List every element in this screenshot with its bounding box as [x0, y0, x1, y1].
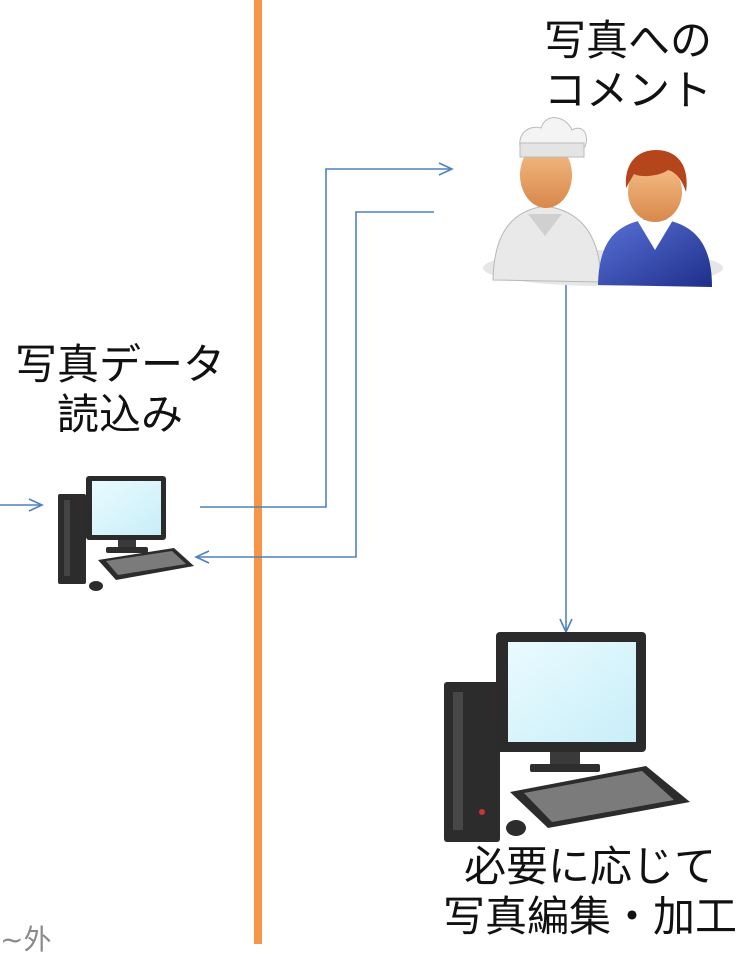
connector-arrows	[0, 162, 573, 634]
users-icon	[483, 117, 723, 287]
desktop-computer-icon	[58, 476, 194, 591]
read-data-label-line-2: 読込み	[56, 390, 183, 439]
desktop-computer-icon	[444, 632, 690, 842]
vertical-divider	[254, 0, 262, 944]
comment-label: 写真への コメント	[528, 16, 728, 116]
comment-label-line-2: コメント	[543, 66, 712, 115]
edit-label-line-2: 写真編集・加工	[442, 892, 737, 941]
edit-label-line-1: 必要に応じて	[463, 842, 716, 891]
comment-label-line-1: 写真への	[543, 16, 712, 65]
read-data-label: 写真データ 読込み	[0, 340, 240, 440]
read-data-label-line-1: 写真データ	[14, 340, 225, 389]
arrow-people-to-pc	[194, 211, 434, 564]
edit-label: 必要に応じて 写真編集・加工	[430, 842, 750, 942]
arrow-pc-to-people	[200, 162, 454, 508]
